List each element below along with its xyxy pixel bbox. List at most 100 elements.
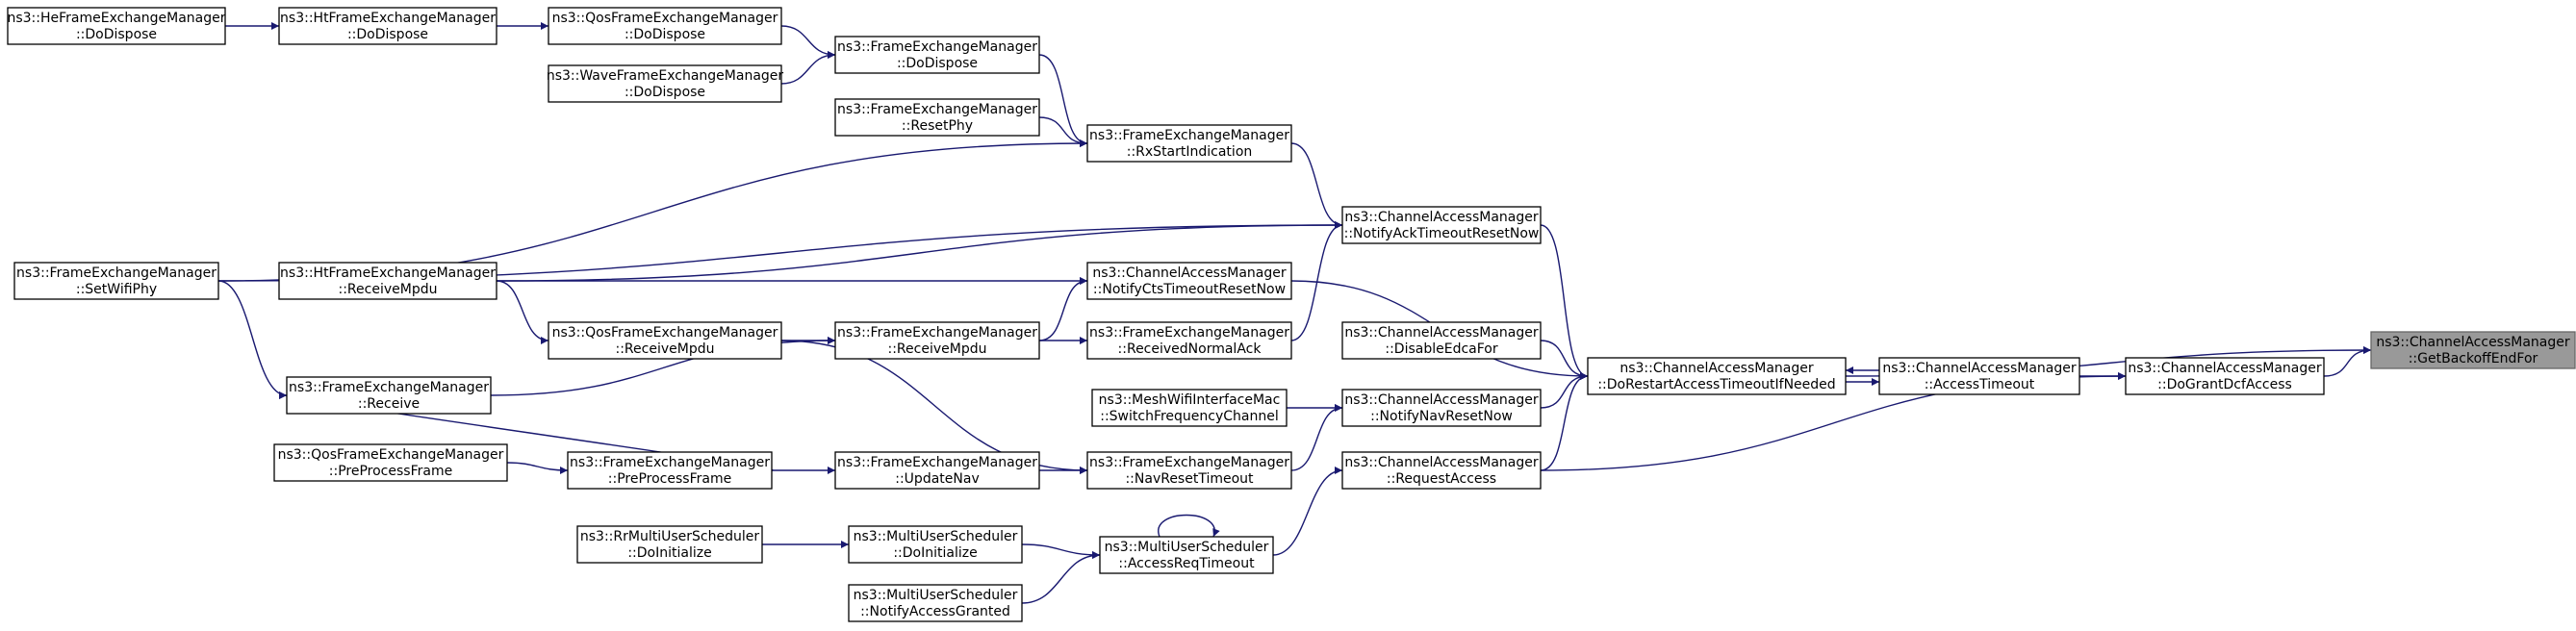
node-class-label: ns3::ChannelAccessManager <box>1092 265 1287 281</box>
node-box <box>548 321 782 360</box>
node-class-label: ns3::FrameExchangeManager <box>1089 455 1289 470</box>
call-edge-n14-to-n5 <box>496 221 1343 282</box>
node-class-label: ns3::HtFrameExchangeManager <box>280 265 496 281</box>
call-edge-n20-to-n2 <box>1540 372 1589 409</box>
node-box <box>1587 357 1847 395</box>
node-method-label: ::RequestAccess <box>1387 471 1496 487</box>
node-channelaccessmanager-disableedcafor[interactable]: ns3::ChannelAccessManager::DisableEdcaFo… <box>1341 321 1542 360</box>
node-class-label: ns3::QosFrameExchangeManager <box>552 11 778 26</box>
node-htframeexchangemanager-dodispose[interactable]: ns3::HtFrameExchangeManager::DoDispose <box>278 7 497 45</box>
node-channelaccessmanager-notifyacktimeoutresetnow[interactable]: ns3::ChannelAccessManager::NotifyAckTime… <box>1341 206 1542 244</box>
node-frameexchangemanager-receivednormalack[interactable]: ns3::FrameExchangeManager::ReceivedNorma… <box>1086 321 1292 360</box>
node-class-label: ns3::MultiUserScheduler <box>854 588 1018 603</box>
node-method-label: ::DoDispose <box>347 27 428 42</box>
node-frameexchangemanager-preprocessframe[interactable]: ns3::FrameExchangeManager::PreProcessFra… <box>567 451 773 490</box>
call-edge-n25-to-n24 <box>506 462 569 474</box>
call-edge-n6-to-n5 <box>1290 142 1343 229</box>
node-heframeexchangemanager-dodispose[interactable]: ns3::HeFrameExchangeManager::DoDispose <box>7 7 226 45</box>
node-box <box>1341 451 1542 490</box>
node-class-label: ns3::MultiUserScheduler <box>1105 540 1269 555</box>
node-multiuserscheduler-accessreqtimeout[interactable]: ns3::MultiUserScheduler::AccessReqTimeou… <box>1099 536 1274 574</box>
node-box <box>834 321 1040 360</box>
node-class-label: ns3::FrameExchangeManager <box>1089 325 1289 341</box>
node-method-label: ::UpdateNav <box>895 471 979 487</box>
node-class-label: ns3::QosFrameExchangeManager <box>552 325 778 341</box>
node-qosframeexchangemanager-receivempdu[interactable]: ns3::QosFrameExchangeManager::ReceiveMpd… <box>548 321 782 360</box>
node-method-label: ::ReceiveMpdu <box>888 341 987 357</box>
call-edge-n30-to-n27 <box>1021 551 1101 604</box>
node-qosframeexchangemanager-dodispose[interactable]: ns3::QosFrameExchangeManager::DoDispose <box>548 7 782 45</box>
node-method-label: ::DoDispose <box>625 27 705 42</box>
node-box <box>1086 262 1292 300</box>
node-channelaccessmanager-notifynavresetnow[interactable]: ns3::ChannelAccessManager::NotifyNavRese… <box>1341 389 1542 427</box>
node-channelaccessmanager-dorestartaccesstimeoutifneeded[interactable]: ns3::ChannelAccessManager::DoRestartAcce… <box>1587 357 1847 395</box>
node-class-label: ns3::ChannelAccessManager <box>1344 325 1539 341</box>
node-multiuserscheduler-doinitialize[interactable]: ns3::MultiUserScheduler::DoInitialize <box>848 525 1023 564</box>
node-frameexchangemanager-navresettimeout[interactable]: ns3::FrameExchangeManager::NavResetTimeo… <box>1086 451 1292 490</box>
node-box <box>848 525 1023 564</box>
node-class-label: ns3::ChannelAccessManager <box>1344 455 1539 470</box>
node-box <box>548 7 782 45</box>
node-class-label: ns3::MeshWifiInterfaceMac <box>1099 392 1281 408</box>
node-method-label: ::ReceivedNormalAck <box>1118 341 1262 357</box>
node-class-label: ns3::ChannelAccessManager <box>1620 361 1814 376</box>
node-channelaccessmanager-dograntdcfaccess[interactable]: ns3::ChannelAccessManager::DoGrantDcfAcc… <box>2125 357 2325 395</box>
node-box <box>1878 357 2080 395</box>
node-method-label: ::RxStartIndication <box>1127 144 1253 160</box>
node-method-label: ::ReceiveMpdu <box>616 341 715 357</box>
node-method-label: ::DoInitialize <box>627 545 711 561</box>
node-box <box>834 36 1040 74</box>
call-edge-n13-to-n6 <box>217 139 1088 282</box>
node-channelaccessmanager-requestaccess[interactable]: ns3::ChannelAccessManager::RequestAccess <box>1341 451 1542 490</box>
node-box <box>7 7 226 45</box>
node-qosframeexchangemanager-preprocessframe[interactable]: ns3::QosFrameExchangeManager::PreProcess… <box>273 443 508 482</box>
node-box <box>273 443 508 482</box>
call-edge-n16-to-n5 <box>1290 221 1343 341</box>
node-class-label: ns3::FrameExchangeManager <box>289 380 489 395</box>
node-box <box>1091 389 1288 427</box>
call-edge-n26-to-n2 <box>1540 372 1589 471</box>
node-box <box>2125 357 2325 395</box>
call-edge-n4-to-n2 <box>1540 340 1589 380</box>
node-class-label: ns3::ChannelAccessManager <box>2376 335 2570 350</box>
node-method-label: ::PreProcessFrame <box>608 471 731 487</box>
node-frameexchangemanager-setwifiphy[interactable]: ns3::FrameExchangeManager::SetWifiPhy <box>13 262 219 300</box>
node-rrmultiuserscheduler-doinitialize[interactable]: ns3::RrMultiUserScheduler::DoInitialize <box>576 525 763 564</box>
node-htframeexchangemanager-receivempdu[interactable]: ns3::HtFrameExchangeManager::ReceiveMpdu <box>278 262 497 300</box>
node-method-label: ::NotifyAckTimeoutResetNow <box>1344 226 1540 241</box>
node-waveframeexchangemanager-dodispose[interactable]: ns3::WaveFrameExchangeManager::DoDispose <box>547 64 784 103</box>
node-box <box>1099 536 1274 574</box>
node-frameexchangemanager-receivempdu[interactable]: ns3::FrameExchangeManager::ReceiveMpdu <box>834 321 1040 360</box>
node-box <box>834 98 1040 137</box>
function-nodes: ns3::ChannelAccessManager::GetBackoffEnd… <box>7 7 2576 622</box>
node-box <box>1341 321 1542 360</box>
node-frameexchangemanager-updatenav[interactable]: ns3::FrameExchangeManager::UpdateNav <box>834 451 1040 490</box>
node-class-label: ns3::MultiUserScheduler <box>854 529 1018 544</box>
node-channelaccessmanager-notifyctstimeoutresetnow[interactable]: ns3::ChannelAccessManager::NotifyCtsTime… <box>1086 262 1292 300</box>
node-frameexchangemanager-dodispose[interactable]: ns3::FrameExchangeManager::DoDispose <box>834 36 1040 74</box>
node-frameexchangemanager-receive[interactable]: ns3::FrameExchangeManager::Receive <box>286 376 492 415</box>
node-method-label: ::NotifyNavResetNow <box>1370 409 1513 424</box>
node-class-label: ns3::ChannelAccessManager <box>2128 361 2322 376</box>
node-class-label: ns3::RrMultiUserScheduler <box>580 529 759 544</box>
node-multiuserscheduler-notifyaccessgranted[interactable]: ns3::MultiUserScheduler::NotifyAccessGra… <box>848 584 1023 622</box>
node-box <box>848 584 1023 622</box>
node-frameexchangemanager-resetphy[interactable]: ns3::FrameExchangeManager::ResetPhy <box>834 98 1040 137</box>
call-edge-n22-to-n20 <box>1290 404 1343 471</box>
node-channelaccessmanager-accesstimeout[interactable]: ns3::ChannelAccessManager::AccessTimeout <box>1878 357 2080 395</box>
node-class-label: ns3::WaveFrameExchangeManager <box>547 68 784 84</box>
call-edge-n17-to-n15 <box>1038 277 1088 341</box>
node-box <box>1086 124 1292 163</box>
node-channelaccessmanager-getbackoffendfor[interactable]: ns3::ChannelAccessManager::GetBackoffEnd… <box>2370 331 2576 369</box>
node-frameexchangemanager-rxstartindication[interactable]: ns3::FrameExchangeManager::RxStartIndica… <box>1086 124 1292 163</box>
node-box <box>278 262 497 300</box>
node-method-label: ::DisableEdcaFor <box>1385 341 1497 357</box>
node-class-label: ns3::FrameExchangeManager <box>837 39 1037 55</box>
node-meshwifiinterfacemac-switchfrequencychannel[interactable]: ns3::MeshWifiInterfaceMac::SwitchFrequen… <box>1091 389 1288 427</box>
node-method-label: ::DoRestartAccessTimeoutIfNeeded <box>1597 377 1835 392</box>
node-box <box>1341 389 1542 427</box>
node-class-label: ns3::FrameExchangeManager <box>570 455 770 470</box>
node-box <box>13 262 219 300</box>
node-class-label: ns3::ChannelAccessManager <box>1882 361 2077 376</box>
